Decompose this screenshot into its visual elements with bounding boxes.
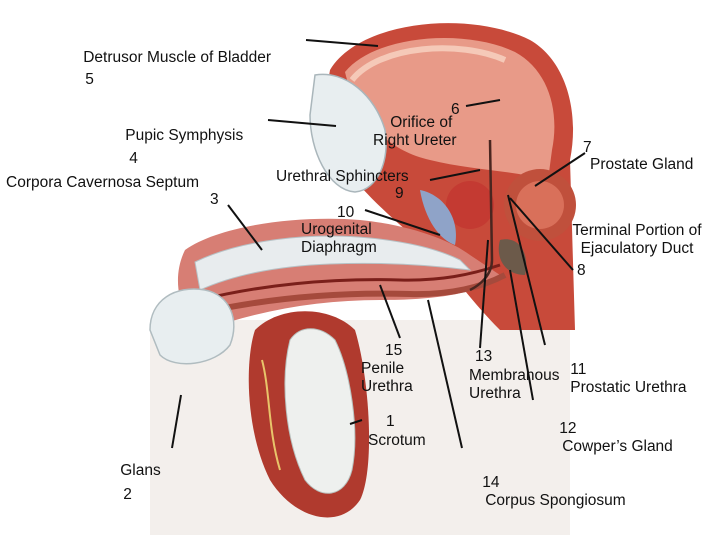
label-glans-text: Glans — [120, 462, 161, 479]
label-scrotum-text: Scrotum — [368, 432, 426, 449]
leader-membranous — [479, 239, 489, 349]
label-spongiosum-text: Corpus Spongiosum — [485, 492, 626, 509]
label-orifice-text: Orifice of Right Ureter — [373, 114, 457, 149]
cowpers-gland — [498, 239, 527, 275]
label-ejaculatory-number: 8 — [577, 262, 586, 279]
urethral-sphincter-mass — [446, 181, 494, 229]
label-cowper-number: 12 — [559, 420, 577, 437]
leader-penile — [379, 284, 401, 339]
label-cowper-text: Cowper’s Gland — [562, 438, 673, 455]
leader-detrusor — [305, 39, 379, 47]
leader-lines — [171, 39, 586, 449]
label-detrusor-number: 5 — [85, 71, 94, 88]
leader-prostate — [534, 152, 586, 187]
label-pubic: Pupic Symphysis 4 — [108, 109, 243, 181]
scrotal-vessel — [261, 359, 281, 471]
bladder-mucosa — [349, 45, 507, 82]
label-prostate-text: Prostate Gland — [590, 156, 694, 173]
label-detrusor: Detrusor Muscle of Bladder 5 — [66, 31, 271, 103]
label-prostate-number: 7 — [583, 139, 592, 156]
label-urogenital-number: 10 — [337, 204, 355, 221]
penile-urethra — [199, 263, 501, 302]
corpora-cavernosa — [194, 235, 472, 291]
leader-sphincters — [429, 169, 481, 181]
leader-glans — [171, 394, 182, 449]
venous-plexus — [420, 190, 456, 245]
pubic-symphysis — [309, 73, 387, 193]
label-sphincters-number: 9 — [395, 185, 404, 202]
label-scrotum-number: 1 — [386, 413, 395, 430]
label-pubic-text: Pupic Symphysis — [125, 127, 244, 144]
label-prostatic-number: 11 — [570, 361, 587, 378]
leader-spongiosum — [427, 299, 463, 449]
leader-cowper — [509, 269, 534, 401]
label-ejaculatory-text: Terminal Portion of Ejaculatory Duct — [572, 222, 702, 257]
bladder-lumen — [345, 38, 555, 180]
leader-urogenital — [364, 209, 441, 236]
label-cowper: 12 Cowper’s Gland — [542, 402, 673, 474]
leader-ejaculatory — [509, 197, 574, 271]
label-pubic-number: 4 — [129, 150, 138, 167]
label-spongiosum-number: 14 — [482, 474, 500, 491]
prostate-inner — [516, 181, 564, 229]
label-membranous-text: Membranous Urethra — [469, 367, 560, 402]
label-spongiosum: 14 Corpus Spongiosum — [465, 456, 626, 528]
label-orifice-number: 6 — [451, 101, 460, 118]
label-cavernosa-text: Corpora Cavernosa Septum — [6, 174, 199, 191]
leader-cavernosa — [227, 204, 263, 251]
glans — [149, 288, 235, 365]
label-prostatic-text: Prostatic Urethra — [570, 379, 687, 396]
label-penile-number: 15 — [385, 342, 403, 359]
label-prostatic: 11 Prostatic Urethra — [553, 343, 687, 415]
label-membranous-number: 13 — [475, 348, 493, 365]
testis — [284, 328, 356, 494]
label-penile-text: Penile Urethra — [361, 360, 413, 395]
leader-scrotum — [349, 419, 363, 425]
label-orifice: Orifice of Right Ureter — [373, 96, 457, 168]
label-glans: Glans 2 — [103, 444, 161, 516]
leader-pubic — [267, 119, 337, 127]
leader-orifice — [465, 99, 501, 107]
leader-prostatic — [507, 194, 546, 346]
label-cavernosa-number: 3 — [210, 191, 219, 208]
label-detrusor-text: Detrusor Muscle of Bladder — [83, 49, 272, 66]
label-sphincters-text: Urethral Sphincters — [276, 168, 409, 185]
label-urogenital-text: Urogenital Diaphragm — [301, 221, 377, 256]
label-glans-number: 2 — [123, 486, 132, 503]
